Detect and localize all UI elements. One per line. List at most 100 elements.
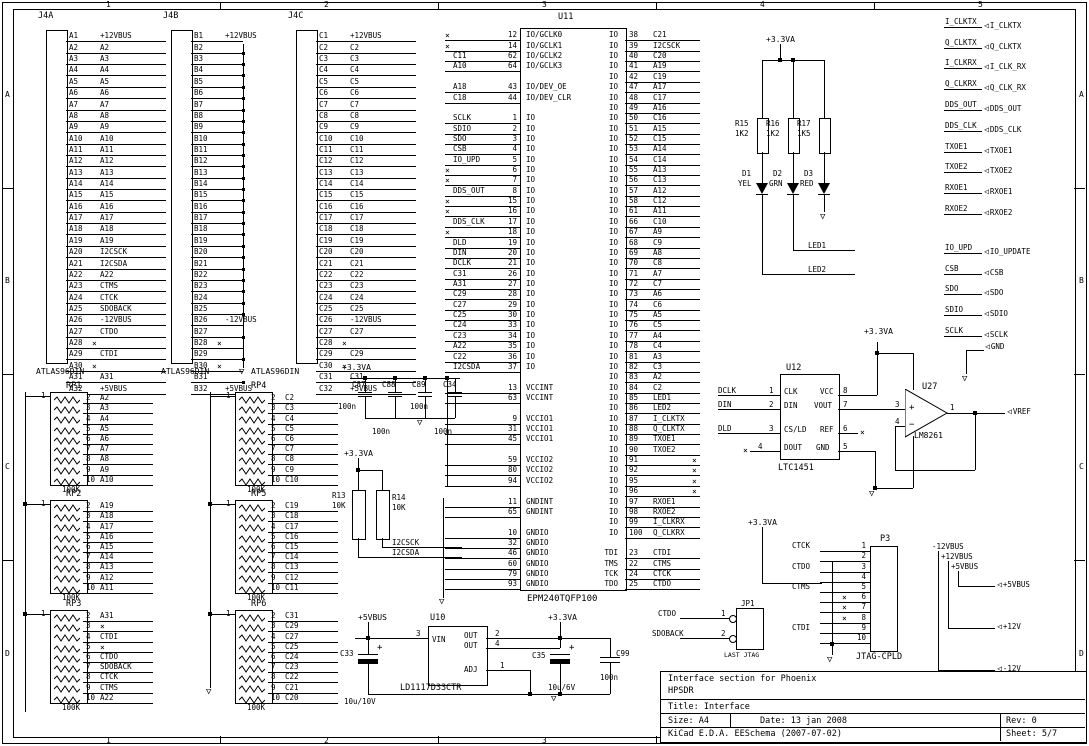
net-label[interactable]: C15 [350,190,364,200]
net-label[interactable]: C6 [350,88,360,98]
net-label[interactable]: A22 [100,692,114,702]
net-label[interactable]: A12 [100,156,114,166]
net-label[interactable]: C2 [653,382,663,392]
component-ref[interactable]: C33 [340,649,354,658]
net-label[interactable]: C19 [350,235,364,245]
net-label[interactable]: A6 [100,88,110,98]
net-label[interactable]: CTCK [100,672,119,682]
component-value[interactable]: 10u/6V [548,683,576,692]
net-label[interactable]: CTDO [653,579,672,589]
net-label[interactable]: C18 [453,92,467,102]
net-label[interactable]: CTCK [653,569,672,579]
net-label[interactable]: +12VBUS [225,31,257,41]
power-label[interactable]: +3.3VA [766,35,795,44]
net-label[interactable]: I2CSCK [653,40,681,50]
net-label[interactable]: C5 [653,320,663,330]
net-label[interactable]: -12VBUS [100,315,132,325]
net-label[interactable]: SDOBACK [100,662,132,672]
component-ref[interactable]: R17 [797,119,811,128]
net-label[interactable]: A18 [100,224,114,234]
net-label[interactable]: DIN [453,247,467,257]
led-icon[interactable] [756,183,768,194]
net-label[interactable]: A18 [100,511,114,521]
net-label[interactable]: C21 [285,682,299,692]
component-value[interactable]: EPM240TQFP100 [527,594,598,604]
net-label[interactable]: A19 [653,61,667,71]
net-label[interactable]: RXOE2 [945,203,968,213]
component-value[interactable]: 1K2 [766,129,780,138]
net-label[interactable]: RXOE2 [653,506,676,516]
net-label[interactable]: DDS_OUT [453,185,485,195]
hier-label-m12v[interactable]: -12V [997,665,1021,673]
net-label[interactable]: TXOE2 [945,162,968,172]
power-label[interactable]: +3.3VA [548,613,577,622]
net-label[interactable]: C25 [453,310,467,320]
net-label[interactable]: A6 [100,433,110,443]
net-label[interactable]: RXOE1 [653,496,676,506]
resistor-body[interactable] [819,118,831,154]
net-label[interactable]: +5VBUS [350,383,378,393]
net-label[interactable]: C29 [285,621,299,631]
net-label[interactable]: C20 [653,51,667,61]
net-label[interactable]: C25 [350,303,364,313]
net-label[interactable]: DLD [718,424,732,433]
net-label[interactable]: CTDO [100,326,119,336]
hier-label[interactable]: Q_CLK_RX [984,83,1026,92]
hier-label[interactable]: RXOE1 [984,187,1013,196]
net-label[interactable]: I_CLKRX [945,58,977,68]
net-label[interactable]: C8 [653,258,663,268]
hier-label-vref[interactable]: VREF [1007,408,1031,416]
net-label[interactable]: A2 [100,42,110,52]
net-label[interactable]: CTCK [792,541,811,551]
net-label[interactable]: A14 [100,179,114,189]
component-ref[interactable]: D2 [773,169,783,178]
net-label[interactable]: A13 [100,167,114,177]
net-label[interactable]: C24 [453,320,467,330]
connector-ref[interactable]: J4A [38,11,54,21]
net-label[interactable]: I_CLKTX [945,16,977,26]
component-value[interactable]: 100n [338,402,357,411]
net-label[interactable]: C8 [350,110,360,120]
net-label[interactable]: A17 [100,213,114,223]
net-label[interactable]: C25 [285,641,299,651]
net-label[interactable]: A16 [653,102,667,112]
net-label[interactable]: C6 [653,299,663,309]
net-label[interactable]: SDOBACK [100,303,132,313]
component-body[interactable] [520,28,627,591]
connector-body[interactable] [171,30,193,364]
net-label[interactable]: C4 [285,413,295,423]
component-ref[interactable]: C99 [616,649,630,658]
hier-label[interactable]: CSB [984,268,1004,277]
connector-body[interactable] [46,30,68,364]
component-body[interactable] [736,608,764,650]
net-label[interactable]: A3 [653,351,663,361]
net-label[interactable]: C31 [285,611,299,621]
net-label[interactable]: C16 [285,531,299,541]
component-value[interactable]: LM8261 [914,431,943,440]
net-label[interactable]: CTMS [653,558,672,568]
net-label[interactable]: C5 [350,76,360,86]
net-label[interactable]: C13 [653,175,667,185]
net-label[interactable]: C14 [653,154,667,164]
net-label[interactable]: A6 [653,289,663,299]
net-label[interactable]: A13 [100,562,114,572]
net-label[interactable]: C14 [350,179,364,189]
net-label[interactable]: C9 [285,464,295,474]
net-label[interactable]: C29 [453,289,467,299]
net-label[interactable]: SCLK [945,325,964,335]
net-label[interactable]: I2CSDA [453,361,481,371]
net-label[interactable]: C16 [350,201,364,211]
component-ref[interactable]: U11 [558,12,574,22]
net-label[interactable]: RXOE1 [945,183,968,193]
net-label[interactable]: C27 [350,326,364,336]
net-label[interactable]: SDO [945,284,959,294]
net-label[interactable]: A17 [653,82,667,92]
net-label[interactable]: C22 [453,351,467,361]
net-label[interactable]: C11 [285,582,299,592]
net-label[interactable]: C7 [350,99,360,109]
component-ref[interactable]: RP1 [66,381,82,391]
power-label[interactable]: +5VBUS [358,613,387,622]
net-label[interactable]: A5 [100,76,110,86]
component-ref[interactable]: D3 [804,169,814,178]
hier-label[interactable]: TXOE1 [984,146,1013,155]
